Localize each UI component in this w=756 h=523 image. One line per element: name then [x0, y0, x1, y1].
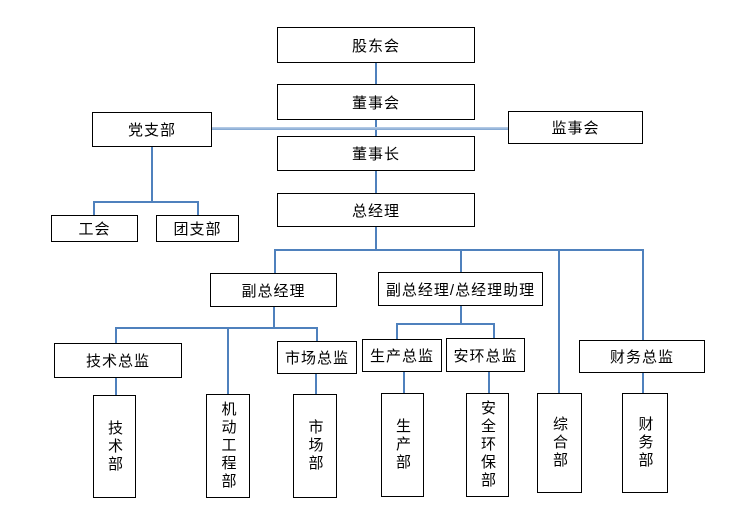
org-node-market-dept-label: 市场部: [306, 419, 324, 473]
connector-gm-children-bus: [274, 249, 643, 251]
org-node-party-branch[interactable]: 党支部: [92, 112, 212, 147]
org-node-deputy-gm[interactable]: 副总经理: [210, 273, 337, 307]
org-node-tech-dept-label: 技术部: [106, 419, 123, 474]
connector-to-mechanical-dept: [227, 327, 229, 394]
org-node-labor-union[interactable]: 工会: [51, 215, 138, 242]
org-node-shareholders-label: 股东会: [351, 37, 400, 55]
org-node-party-branch-label: 党支部: [127, 122, 176, 139]
connector-assistant-children-bus: [396, 323, 494, 325]
org-node-board-label: 董事会: [351, 94, 400, 112]
connector-to-youth-league: [197, 201, 199, 215]
connector-to-labor-union: [93, 201, 95, 215]
org-node-safety-director-label: 安环总监: [453, 347, 518, 365]
org-node-finance-dept[interactable]: 财务部: [622, 393, 668, 493]
connector-deputy-gm-drop: [273, 307, 275, 327]
connector-market-director-dept: [315, 374, 317, 394]
org-node-supervisory-board[interactable]: 监事会: [508, 111, 643, 144]
org-node-chairman[interactable]: 董事长: [277, 136, 475, 171]
org-node-production-dept[interactable]: 生产部: [381, 393, 424, 497]
org-node-finance-director-label: 财务总监: [609, 349, 674, 366]
connector-tech-director-dept: [115, 378, 117, 395]
connector-deputy-children-bus: [115, 327, 317, 329]
org-node-safety-env-dept[interactable]: 安全环保部: [466, 393, 509, 497]
org-node-finance-director[interactable]: 财务总监: [579, 340, 705, 373]
connector-to-deputy-gm: [274, 249, 276, 273]
connector-gm-drop: [375, 227, 377, 249]
connector-to-general-dept: [558, 249, 560, 393]
connector-to-market-director: [316, 327, 318, 341]
org-node-board[interactable]: 董事会: [277, 84, 475, 120]
org-node-deputy-gm-label: 副总经理: [241, 282, 306, 300]
org-node-deputy-gm-assistant[interactable]: 副总经理/总经理助理: [378, 272, 543, 306]
connector-finance-director-dept: [642, 373, 644, 393]
org-node-mechanical-dept[interactable]: 机动工程部: [206, 394, 250, 498]
org-node-market-director[interactable]: 市场总监: [277, 341, 357, 374]
connector-to-finance-director: [642, 249, 644, 340]
org-node-supervisory-board-label: 监事会: [551, 120, 600, 137]
connector-to-tech-director: [115, 327, 117, 343]
org-node-general-manager[interactable]: 总经理: [277, 193, 475, 227]
org-node-tech-dept[interactable]: 技术部: [93, 395, 136, 498]
org-node-safety-env-dept-label: 安全环保部: [479, 400, 496, 490]
org-node-general-dept[interactable]: 综合部: [537, 393, 582, 493]
org-node-deputy-gm-assistant-label: 副总经理/总经理助理: [385, 281, 536, 299]
org-node-tech-director-label: 技术总监: [85, 353, 150, 370]
org-node-market-director-label: 市场总监: [284, 350, 349, 367]
org-node-production-director[interactable]: 生产总监: [362, 339, 442, 372]
connector-shareholders-board: [375, 63, 377, 84]
connector-safety-director-dept: [488, 372, 490, 393]
org-node-production-dept-label: 生产部: [394, 418, 411, 472]
org-node-youth-league[interactable]: 团支部: [156, 215, 239, 242]
connector-to-safety-director: [493, 323, 495, 338]
org-node-mechanical-dept-label: 机动工程部: [219, 401, 237, 491]
connector-to-production-director: [396, 323, 398, 339]
connector-production-director-dept: [403, 372, 405, 393]
org-node-production-director-label: 生产总监: [369, 348, 434, 365]
connector-party-drop: [151, 147, 153, 202]
connector-party-supervisory-crosslink: [212, 127, 508, 130]
org-node-tech-director[interactable]: 技术总监: [54, 343, 182, 378]
org-node-finance-dept-label: 财务部: [636, 416, 654, 470]
org-node-general-dept-label: 综合部: [551, 416, 568, 470]
org-node-chairman-label: 董事长: [351, 146, 400, 163]
org-node-safety-director[interactable]: 安环总监: [446, 338, 525, 372]
org-node-market-dept[interactable]: 市场部: [293, 394, 337, 498]
connector-assistant-drop: [460, 306, 462, 323]
org-node-general-manager-label: 总经理: [351, 202, 400, 220]
connector-to-deputy-gm-assistant: [460, 249, 462, 272]
connector-party-children-bus: [93, 201, 198, 203]
org-node-shareholders[interactable]: 股东会: [277, 27, 475, 63]
connector-chairman-gm: [375, 171, 377, 193]
org-node-labor-union-label: 工会: [78, 221, 111, 238]
org-node-youth-league-label: 团支部: [173, 221, 222, 238]
